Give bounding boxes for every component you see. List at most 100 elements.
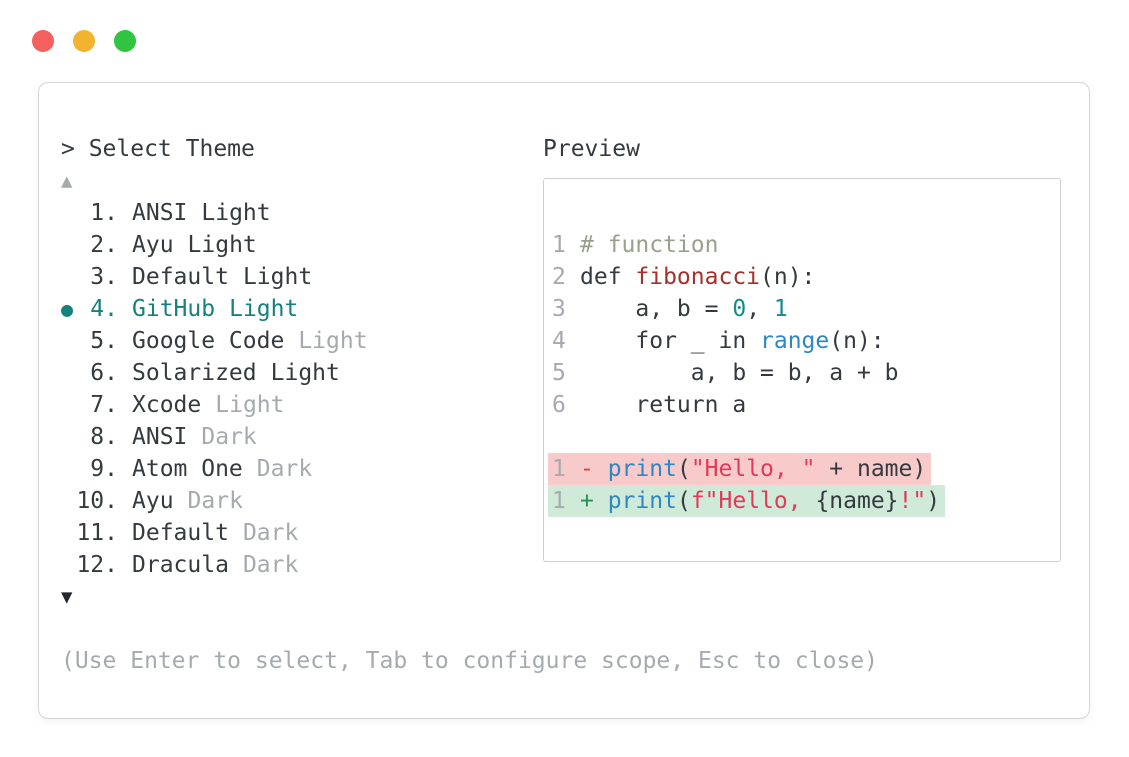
- diff-line-minus: 1- print("Hello, " + name): [548, 453, 1050, 485]
- theme-number: 3.: [90, 264, 118, 290]
- code-segment-code: (: [676, 488, 691, 514]
- theme-variant: Light: [187, 232, 257, 258]
- code-segment-code: (: [676, 456, 691, 482]
- scroll-down-icon[interactable]: ▼: [61, 586, 73, 608]
- theme-variant: Dark: [187, 488, 243, 514]
- theme-list-item[interactable]: 2. Ayu Light: [61, 229, 543, 261]
- theme-number: 10.: [76, 488, 118, 514]
- code-segment-code: def: [580, 264, 636, 290]
- zoom-button[interactable]: [114, 30, 136, 52]
- line-number: 1: [552, 232, 566, 258]
- scroll-up-icon[interactable]: ▲: [61, 170, 73, 192]
- code-line: 2 def fibonacci(n):: [552, 261, 1050, 293]
- code-segment-code: return a: [580, 392, 747, 418]
- preview-title: Preview: [543, 136, 640, 162]
- code-segment-code: (n):: [829, 328, 885, 354]
- line-number: 3: [552, 296, 566, 322]
- theme-number: 5.: [90, 328, 118, 354]
- theme-variant: Light: [215, 392, 285, 418]
- theme-name: Ayu: [132, 232, 174, 258]
- line-number: 1: [552, 456, 566, 482]
- code-segment-str: "Hello, ": [690, 456, 816, 482]
- theme-name: Solarized: [132, 360, 257, 386]
- code-segment-code: for _ in: [580, 328, 761, 354]
- code-segment-str: !": [898, 488, 927, 514]
- theme-number: 1.: [90, 200, 118, 226]
- theme-number: 4.: [90, 296, 118, 322]
- code-segment-code: (n):: [760, 264, 816, 290]
- code-segment-code: ,: [746, 296, 774, 322]
- theme-list-item[interactable]: 5. Google Code Light: [61, 325, 543, 357]
- code-segment-builtin: print: [607, 456, 677, 482]
- selected-marker-icon: ●: [61, 297, 74, 321]
- theme-name: ANSI: [132, 424, 188, 450]
- code-segment-code: {name}: [815, 488, 899, 514]
- window-controls: [32, 30, 136, 52]
- theme-variant: Light: [270, 360, 340, 386]
- line-number: 6: [552, 392, 566, 418]
- theme-number: 7.: [90, 392, 118, 418]
- theme-list-item[interactable]: 3. Default Light: [61, 261, 543, 293]
- theme-number: 12.: [76, 552, 118, 578]
- code-segment-dminus: -: [580, 456, 608, 482]
- theme-name: GitHub: [132, 296, 216, 322]
- help-text: (Use Enter to select, Tab to configure s…: [61, 648, 878, 674]
- theme-list-item[interactable]: 12. Dracula Dark: [61, 549, 543, 581]
- code-line: 5 a, b = b, a + b: [552, 357, 1050, 389]
- code-segment-builtin: print: [607, 488, 677, 514]
- theme-number: 8.: [90, 424, 118, 450]
- code-segment-dplus: +: [580, 488, 608, 514]
- code-segment-num: 0: [732, 296, 747, 322]
- theme-variant: Dark: [201, 424, 257, 450]
- theme-name: Default: [132, 264, 229, 290]
- theme-number: 11.: [76, 520, 118, 546]
- theme-list-item[interactable]: 1. ANSI Light: [61, 197, 543, 229]
- select-theme-prompt: > Select Theme: [61, 136, 255, 162]
- code-segment-code: ): [926, 488, 941, 514]
- theme-variant: Light: [242, 264, 313, 290]
- theme-name: Dracula: [132, 552, 229, 578]
- theme-list-item[interactable]: 10. Ayu Dark: [61, 485, 543, 517]
- line-number: 2: [552, 264, 566, 290]
- theme-number: 6.: [90, 360, 118, 386]
- theme-name: Xcode: [132, 392, 202, 418]
- theme-number: 2.: [90, 232, 118, 258]
- code-line: 6 return a: [552, 389, 1050, 421]
- code-line: 4 for _ in range(n):: [552, 325, 1050, 357]
- theme-variant: Dark: [242, 552, 299, 578]
- code-segment-code: a, b = b, a + b: [580, 360, 899, 386]
- code-segment-comment: # function: [580, 232, 719, 258]
- minimize-button[interactable]: [73, 30, 95, 52]
- code-segment-func: fibonacci: [635, 264, 761, 290]
- code-blank-line: [552, 421, 1050, 453]
- theme-number: 9.: [90, 456, 118, 482]
- close-button[interactable]: [32, 30, 54, 52]
- theme-variant: Light: [201, 200, 271, 226]
- diff-line-plus: 1 + print(f"Hello, {name}!"): [548, 485, 1050, 517]
- code-segment-str: f"Hello,: [690, 488, 816, 514]
- theme-variant: Light: [298, 328, 368, 354]
- theme-list-item[interactable]: 8. ANSI Dark: [61, 421, 543, 453]
- theme-name: Google Code: [132, 328, 285, 354]
- code-segment-builtin: range: [760, 328, 830, 354]
- theme-variant: Dark: [256, 456, 313, 482]
- code-line: 3 a, b = 0, 1: [552, 293, 1050, 325]
- theme-list-item[interactable]: 6. Solarized Light: [61, 357, 543, 389]
- theme-name: ANSI: [132, 200, 188, 226]
- line-number: 5: [552, 360, 566, 386]
- theme-name: Ayu: [132, 488, 174, 514]
- line-number: 1: [552, 488, 566, 514]
- theme-list-item[interactable]: 7. Xcode Light: [61, 389, 543, 421]
- line-number: 4: [552, 328, 566, 354]
- code-segment-code: + name): [815, 456, 927, 482]
- theme-variant: Dark: [242, 520, 299, 546]
- theme-list-item[interactable]: 9. Atom One Dark: [61, 453, 543, 485]
- theme-name: Atom One: [132, 456, 243, 482]
